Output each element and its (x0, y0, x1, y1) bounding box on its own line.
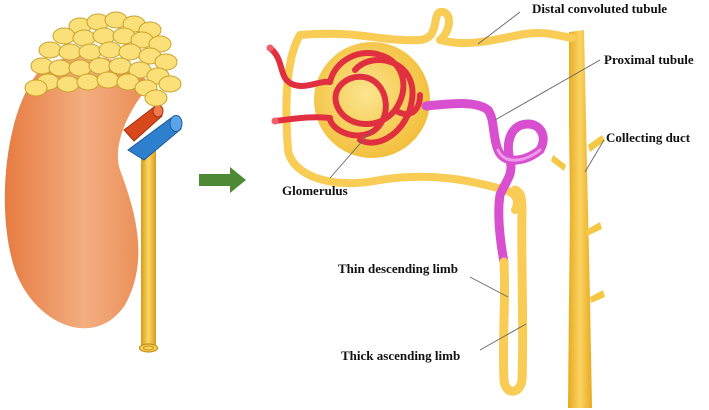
fat-bead (98, 41, 122, 59)
thin-descending-limb (498, 257, 510, 385)
ureter (141, 140, 156, 346)
leader-thick-ascending (479, 323, 527, 351)
fat-bead (24, 79, 48, 97)
glomerulus-capillaries (327, 50, 423, 146)
proximal-tubule (421, 99, 548, 267)
efferent-arteriole (272, 114, 333, 124)
adrenal-fat-cluster (24, 11, 182, 107)
collecting-duct (568, 30, 592, 408)
leader-proximal (494, 59, 601, 121)
fat-bead (144, 89, 168, 107)
kidney-body (4, 55, 150, 329)
duct-branch (588, 135, 605, 152)
fat-bead (58, 43, 82, 61)
fat-bead (108, 57, 132, 75)
kidney-illustration (4, 11, 183, 353)
leader-collecting (584, 139, 605, 173)
duct-branch (551, 155, 566, 171)
fat-bead (118, 43, 142, 61)
label-collecting-duct: Collecting duct (606, 130, 691, 145)
renal-vein (127, 117, 182, 161)
fat-bead (78, 43, 102, 61)
distal-convoluted-tubule (296, 8, 576, 47)
process-arrow (199, 167, 246, 193)
afferent-arteriole (267, 45, 333, 89)
label-thin-descending-limb: Thin descending limb (338, 261, 458, 276)
label-proximal-tubule: Proximal tubule (604, 52, 694, 67)
leader-thin-descending (469, 276, 509, 298)
fat-bead (48, 59, 72, 77)
fat-bead (52, 27, 76, 45)
leader-lines (329, 11, 605, 351)
fat-bead (158, 75, 182, 93)
nephron (266, 8, 605, 408)
duct-branch (586, 222, 602, 236)
label-distal-convoluted-tubule: Distal convoluted tubule (532, 1, 667, 16)
leader-distal (477, 11, 521, 45)
fat-bead (76, 73, 100, 91)
duct-branch (590, 290, 605, 303)
fat-bead (38, 41, 62, 59)
tubule-outer-loop (282, 31, 521, 214)
fat-bead (96, 71, 120, 89)
label-glomerulus: Glomerulus (282, 183, 348, 198)
fat-bead (56, 75, 80, 93)
thick-ascending-limb (510, 185, 528, 385)
label-thick-ascending-limb: Thick ascending limb (341, 348, 460, 363)
ureter-opening (138, 343, 159, 353)
renal-artery (123, 106, 163, 142)
leader-glomerulus (329, 129, 373, 179)
